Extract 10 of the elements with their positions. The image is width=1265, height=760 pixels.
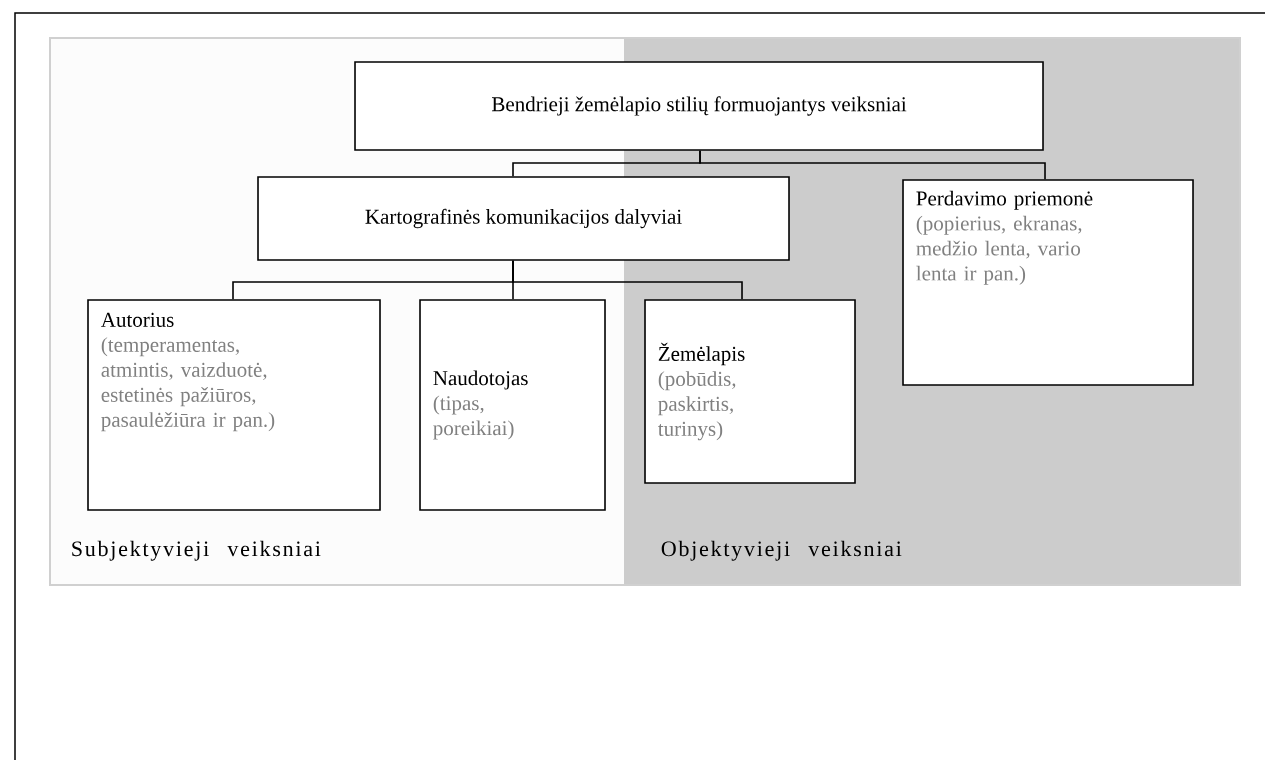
- text-box: Kartografinės komunikacijos dalyviai: [257, 176, 790, 261]
- connector-line: [699, 150, 1046, 180]
- connector-line: [512, 260, 743, 300]
- text-box: Žemėlapis (pobūdis, paskirtis, turinys): [644, 299, 856, 484]
- text-box: Naudotojas (tipas, poreikiai): [419, 299, 606, 511]
- text-box: Autorius (temperamentas, atmintis, vaizduotė, estetinės pažiūros, pasaulėžiūra ir pan.): [87, 299, 381, 511]
- text-box: Perdavimo priemonė (popierius, ekranas, medžio lenta, vario lenta ir pan.): [902, 179, 1194, 386]
- text-box: Bendrieji žemėlapio stilių formuojantys veiksniai: [354, 61, 1044, 151]
- region-label: Subjektyvieji veiksniai: [72, 540, 321, 561]
- region-label: Objektyvieji veiksniai: [661, 540, 902, 561]
